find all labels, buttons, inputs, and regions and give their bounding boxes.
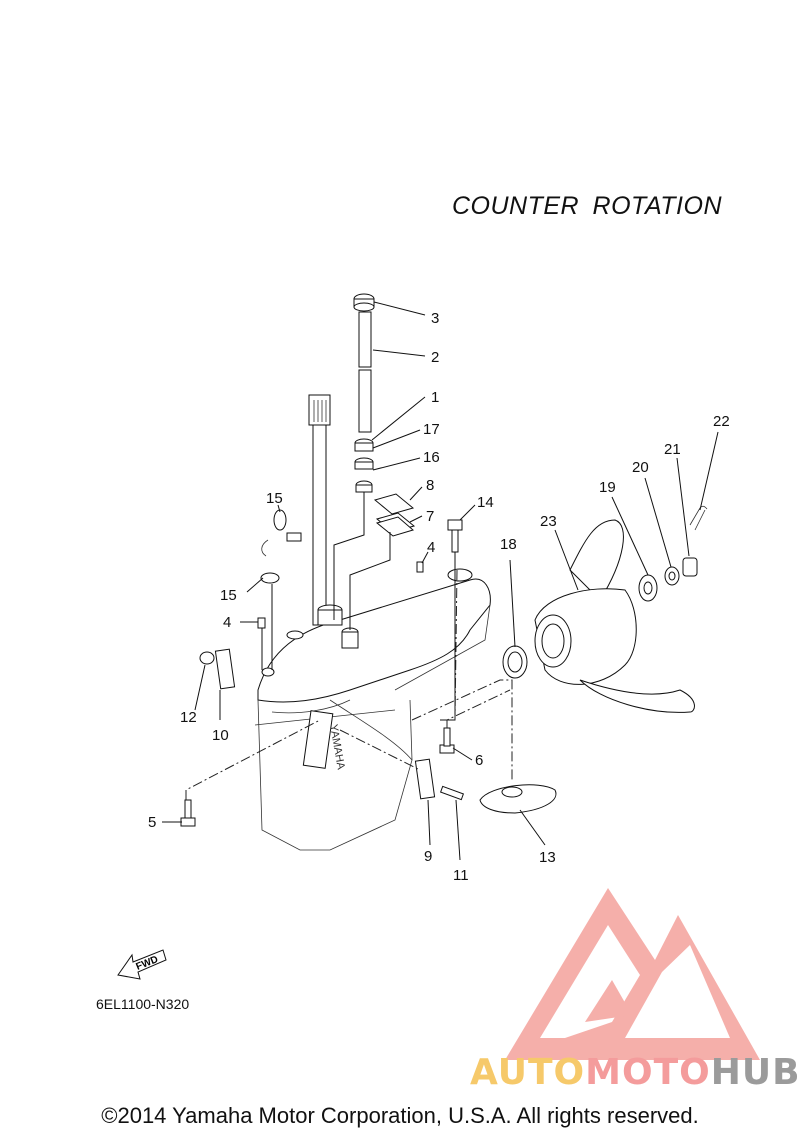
hose-clamps-pins [257,509,424,629]
fwd-label: FWD [135,954,160,973]
diagram-code: 6EL1100-N320 [96,996,190,1012]
callout-5: 5 [148,814,156,831]
callout-2: 2 [431,349,439,366]
watermark-text: AUTOMOTOHUB [470,1052,800,1093]
callout-15-lower: 15 [220,587,237,604]
watermark-part1: AUTO [470,1052,586,1093]
pads [373,493,416,537]
callout-14: 14 [477,494,494,511]
copyright-notice: ©2014 Yamaha Motor Corporation, U.S.A. A… [101,1103,699,1128]
housing-brand-label: YAMAHA [327,723,347,771]
callout-3: 3 [431,310,439,327]
callout-4-upper: 4 [427,539,435,556]
prop-nut-set [638,505,708,602]
bolts [180,519,465,827]
callout-8: 8 [426,477,434,494]
callout-6: 6 [475,752,483,769]
callout-17: 17 [423,421,440,438]
callout-19: 19 [599,479,616,496]
shaft-parts-stack [353,293,375,493]
callout-22: 22 [713,413,730,430]
callout-10: 10 [212,727,229,744]
watermark-part3: HUB [710,1052,800,1093]
fwd-arrow-icon: FWD [117,949,167,980]
watermark-part2: MOTO [585,1052,711,1093]
callout-15-upper: 15 [266,490,283,507]
callout-20: 20 [632,459,649,476]
callout-18: 18 [500,536,517,553]
watermark-logo [505,888,760,1060]
callout-23: 23 [540,513,557,530]
callout-12: 12 [180,709,197,726]
trim-tab [479,784,557,814]
driveshaft [308,394,331,626]
callout-4-lower: 4 [223,614,231,631]
diagram-title: COUNTER ROTATION [452,192,723,220]
propeller [534,519,695,713]
leader-lines [162,301,719,861]
callout-21: 21 [664,441,681,458]
callout-11: 11 [453,867,469,884]
callout-numbers: 3 2 1 17 16 8 7 4 14 15 15 4 12 10 5 6 9… [148,310,730,884]
callout-9: 9 [424,848,432,865]
callout-13: 13 [539,849,556,866]
callout-7: 7 [426,508,434,525]
anodes [199,648,436,800]
thrust-washer [502,645,528,679]
callout-1: 1 [431,389,439,406]
callout-16: 16 [423,449,440,466]
